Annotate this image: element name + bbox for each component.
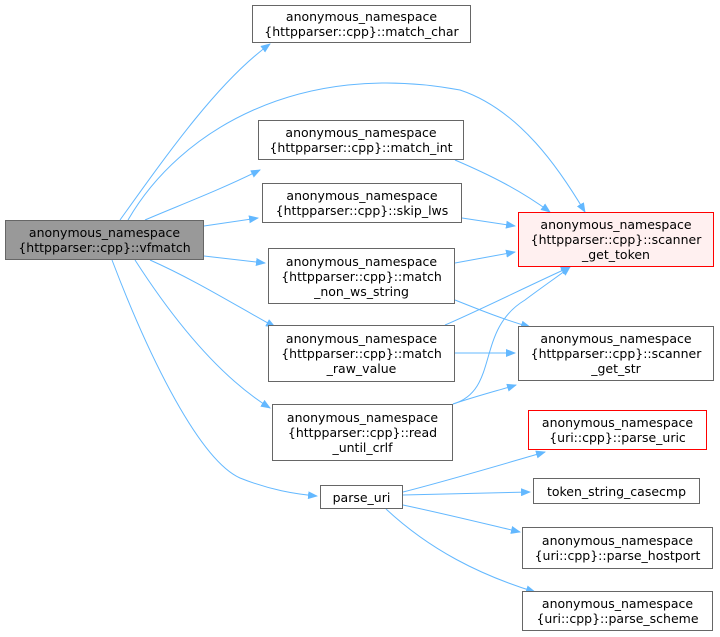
edge-vfmatch-to-match_int <box>144 169 261 221</box>
node-match-char[interactable]: anonymous_namespace{httpparser::cpp}::ma… <box>252 5 471 43</box>
node-label-line: anonymous_namespace <box>285 125 437 140</box>
node-vfmatch[interactable]: anonymous_namespace{httpparser::cpp}::vf… <box>5 220 204 260</box>
node-label-line: token_string_casecmp <box>546 483 687 499</box>
edge-vfmatch-to-scanner_get_token <box>127 82 586 221</box>
node-label-line: _non_ws_string <box>314 283 409 299</box>
edge-parse_uri-to-parse_scheme <box>385 508 536 594</box>
node-token-string-casecmp[interactable]: token_string_casecmp <box>533 478 700 504</box>
node-label-line: _until_crlf <box>332 440 393 455</box>
node-label-line: {httpparser::cpp}::match_int <box>269 140 453 155</box>
node-label-line: anonymous_namespace <box>286 410 439 425</box>
node-match-raw-value[interactable]: anonymous_namespace{httpparser::cpp}::ma… <box>268 325 455 382</box>
edge-match_non_ws_string-to-scanner_get_str <box>454 299 531 329</box>
edge-parse_uri-to-token_string_casecmp <box>402 488 531 497</box>
node-scanner-get-token[interactable]: anonymous_namespace{httpparser::cpp}::sc… <box>518 212 714 267</box>
node-label-line: {httpparser::cpp}::read <box>287 425 438 440</box>
node-label-line: _raw_value <box>326 361 397 376</box>
edge-read_until_crlf-to-scanner_get_str <box>452 383 517 405</box>
edge-vfmatch-to-parse_uri <box>111 259 318 500</box>
node-label-line: {httpparser::cpp}::vfmatch <box>18 240 191 255</box>
edge-vfmatch-to-match_char <box>119 43 271 221</box>
node-parse-uri[interactable]: parse_uri <box>320 485 403 509</box>
edge-skip_lws-to-scanner_get_token <box>461 217 516 229</box>
node-label-line: anonymous_namespace <box>285 253 438 269</box>
node-label-line: anonymous_namespace <box>285 9 438 24</box>
node-label-line: {uri::cpp}::parse_scheme <box>536 611 699 626</box>
node-label-line: parse_uri <box>332 489 391 505</box>
node-skip-lws[interactable]: anonymous_namespace{httpparser::cpp}::sk… <box>262 183 462 223</box>
node-label-line: anonymous_namespace <box>541 596 694 611</box>
node-label-line: _get_str <box>591 361 641 376</box>
node-label-line: anonymous_namespace <box>285 331 438 346</box>
node-parse-scheme[interactable]: anonymous_namespace{uri::cpp}::parse_sch… <box>522 591 713 631</box>
edge-parse_uri-to-parse_uric <box>402 450 546 493</box>
node-label-line: anonymous_namespace <box>286 188 438 203</box>
edge-match_raw_value-to-scanner_get_token <box>444 266 571 326</box>
node-label-line: anonymous_namespace <box>540 331 692 346</box>
node-label-line: anonymous_namespace <box>540 217 692 232</box>
node-label-line: {httpparser::cpp}::match_char <box>264 24 459 39</box>
node-match-int[interactable]: anonymous_namespace{httpparser::cpp}::ma… <box>258 120 464 160</box>
edge-match_non_ws_string-to-scanner_get_token <box>454 249 516 264</box>
edge-vfmatch-to-match_non_ws_string <box>203 255 266 266</box>
edge-match_int-to-scanner_get_token <box>454 159 551 213</box>
node-parse-uric[interactable]: anonymous_namespace{uri::cpp}::parse_uri… <box>528 410 707 450</box>
node-label-line: {httpparser::cpp}::scanner <box>530 346 702 361</box>
node-parse-hostport[interactable]: anonymous_namespace{uri::cpp}::parse_hos… <box>522 527 713 569</box>
edge-vfmatch-to-skip_lws <box>203 215 259 227</box>
node-label-line: {uri::cpp}::parse_hostport <box>534 548 701 563</box>
node-scanner-get-str[interactable]: anonymous_namespace{httpparser::cpp}::sc… <box>518 326 714 381</box>
node-label-line: anonymous_namespace <box>28 225 181 240</box>
node-label-line: {httpparser::cpp}::match <box>281 268 442 284</box>
edge-vfmatch-to-match_raw_value <box>149 259 276 328</box>
node-label-line: anonymous_namespace <box>541 533 694 548</box>
edge-layer <box>111 43 586 594</box>
node-label-line: _get_token <box>582 247 650 262</box>
edge-parse_uri-to-parse_hostport <box>402 504 521 534</box>
node-label-line: {httpparser::cpp}::skip_lws <box>275 203 449 218</box>
node-label-line: {uri::cpp}::parse_uric <box>549 430 686 445</box>
node-read-until-crlf[interactable]: anonymous_namespace{httpparser::cpp}::re… <box>272 404 453 461</box>
edge-vfmatch-to-read_until_crlf <box>134 259 271 409</box>
node-label-line: anonymous_namespace <box>541 415 694 430</box>
node-label-line: {httpparser::cpp}::match <box>281 346 442 361</box>
node-match-non-ws-string[interactable]: anonymous_namespace{httpparser::cpp}::ma… <box>268 248 455 304</box>
node-label-line: {httpparser::cpp}::scanner <box>530 232 702 247</box>
edge-read_until_crlf-to-scanner_get_token <box>452 266 571 405</box>
